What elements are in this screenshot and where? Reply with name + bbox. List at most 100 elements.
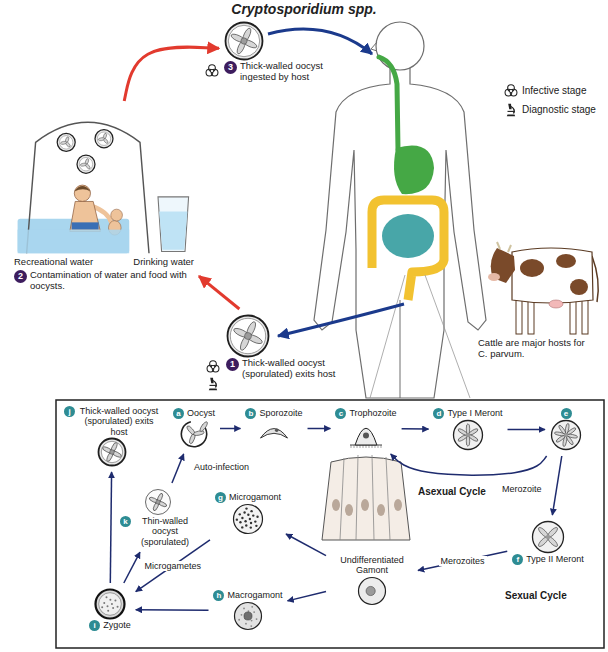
digestive-tract [379,57,398,150]
figure-row [245,419,302,449]
label-row: fType II Meront [512,554,584,565]
stage-label: Thick-walled oocyst ingested by host [240,61,350,83]
stage-figure-part [105,596,107,598]
stage-figure-part [245,507,247,509]
stage-figure [14,106,194,256]
stage-figure [224,21,264,61]
figure-row [120,488,196,516]
legend: Infective stageDiagnostic stage [504,84,596,122]
figure-row [335,419,396,449]
stage-figure-part [546,535,558,547]
stage-figure-part [254,520,256,522]
stage-figure-part [157,500,168,508]
callout-letter: h [213,590,224,601]
stage-label: Contamination of water and food with ooc… [30,270,194,292]
stage-figure-part [114,600,116,602]
stage-label: Thick-walled oocyst (sporulated) exits h… [78,406,160,437]
stage-figure-part [239,521,241,523]
life-stage: gMicrogamont [213,490,283,537]
stage-figure-part [226,23,263,60]
cow-figure [549,300,563,308]
stage-figure-part [247,514,249,516]
stage-figure-part [250,510,252,512]
stage-figure-part [552,421,581,450]
stage-figure-part [454,421,483,450]
figure-row [64,437,160,467]
cow-figure [512,248,593,303]
legend-text: Diagnostic stage [522,104,596,116]
cycle-arrow [110,472,111,583]
cow-figure [488,273,500,281]
stage-figure-part [350,428,382,448]
life-stage: fType II Meront [510,518,586,567]
stage-figure-part [57,133,75,151]
label-row: cTrophozoite [335,408,396,419]
cow-figure [556,254,576,268]
figure-row [173,419,215,449]
digestive-tract [372,57,444,300]
stage-figure-part [235,603,262,630]
intestinal-epithelium [377,504,385,516]
figure-row [512,520,584,554]
stage-figure-part [117,606,119,608]
life-stage: kThin-walled oocyst (sporulated) [118,486,198,549]
cow-figure [488,242,598,334]
place-label: Drinking water [133,257,194,268]
stage-figure-part [95,590,124,619]
stage-figure [258,419,290,449]
label-row: kThin-walled oocyst (sporulated) [120,516,196,547]
stage-figure-part [103,602,105,604]
human-host [376,22,424,70]
stage-figure-part [243,511,245,513]
stage-figure-part [77,155,95,173]
stage-figure-part [99,439,126,466]
stage-symbol [207,361,219,372]
callout-letter: e [561,408,572,419]
label-row: e [550,408,582,419]
stage-figure-part [241,614,243,616]
label-row: 3Thick-walled oocyst ingested by host [224,61,350,83]
intestinal-epithelium [322,457,410,540]
stage-figure-part [228,316,269,357]
stage-figure-part [355,428,377,445]
label-row: iZygote [89,620,131,631]
legend-icon [507,104,515,117]
human-host [371,42,377,51]
stage-figure-part [245,524,247,526]
stage-label: Undifferentiated Gamont [331,555,413,576]
cycle-arrow [124,47,219,101]
callout-letter: c [335,408,346,419]
cow-figure [570,279,588,295]
callout-letter: i [89,620,100,631]
stage-figure-part [79,157,92,170]
stage-label: Trophozoite [349,408,396,418]
stage-figure-part [250,522,252,524]
callout-letter: a [173,408,184,419]
life-stage: e [548,406,584,453]
label-row: gMicrogamont [215,492,281,503]
figure-row [215,503,281,535]
label-row: jThick-walled oocyst (sporulated) exits … [64,406,160,437]
stage-figure-part [107,605,109,607]
stage-figure-part [74,186,90,191]
stage-figure [349,419,383,449]
stage-figure-part [537,535,549,547]
host-note: Cattle are major hosts for C. parvum. [478,338,596,360]
stage-figure-part [250,526,252,528]
life-stage: cTrophozoite [333,406,398,451]
stage-figure-part [366,586,375,595]
callout-letter: k [120,516,131,527]
stage-figure-part [146,490,171,515]
figure-row [14,106,194,256]
callout-number: 1 [226,358,239,371]
life-stage: hMacrogamont [211,588,284,633]
stage-label: Thin-walled oocyst (sporulated) [134,516,196,547]
stage-figure-part [363,433,369,439]
stage-figure-part [251,606,253,608]
stage-figure-part [552,421,581,450]
stage-figure-part [146,490,171,515]
stage-figure-part [111,209,123,221]
stage-figure-part [101,441,122,462]
stage-figure-part [99,439,126,466]
